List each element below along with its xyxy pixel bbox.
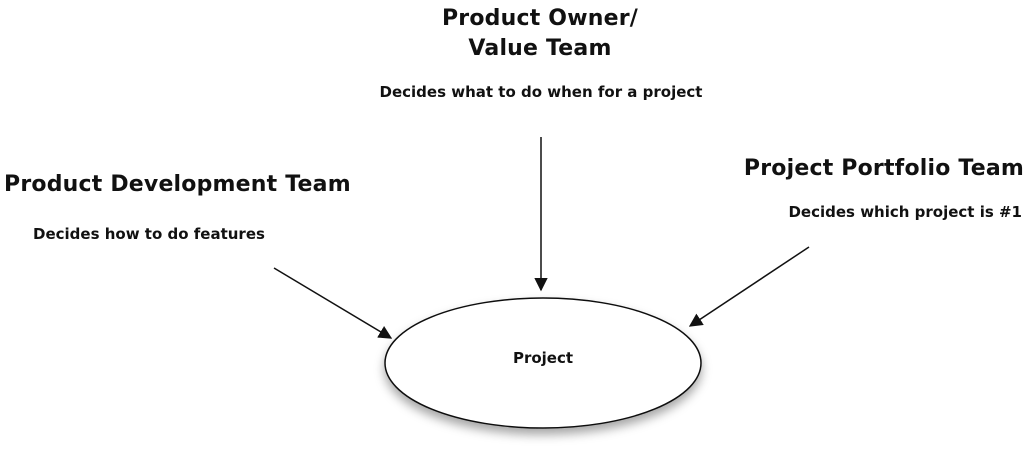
product-owner-title-line1: Product Owner/ [441, 6, 638, 31]
product-development-description: Decides how to do features [33, 225, 265, 243]
arrow-project-portfolio-to-project [688, 246, 810, 327]
product-owner-title: Product Owner/ Value Team [380, 4, 700, 64]
project-ellipse [384, 297, 702, 429]
project-portfolio-description: Decides which project is #1 [788, 203, 1022, 221]
product-owner-title-line2: Value Team [468, 36, 612, 61]
product-owner-description: Decides what to do when for a project [379, 83, 703, 101]
product-development-title: Product Development Team [4, 172, 351, 197]
project-portfolio-title: Project Portfolio Team [743, 156, 1024, 181]
project-label: Project [512, 349, 574, 367]
arrow-product-development-to-project [273, 267, 393, 339]
